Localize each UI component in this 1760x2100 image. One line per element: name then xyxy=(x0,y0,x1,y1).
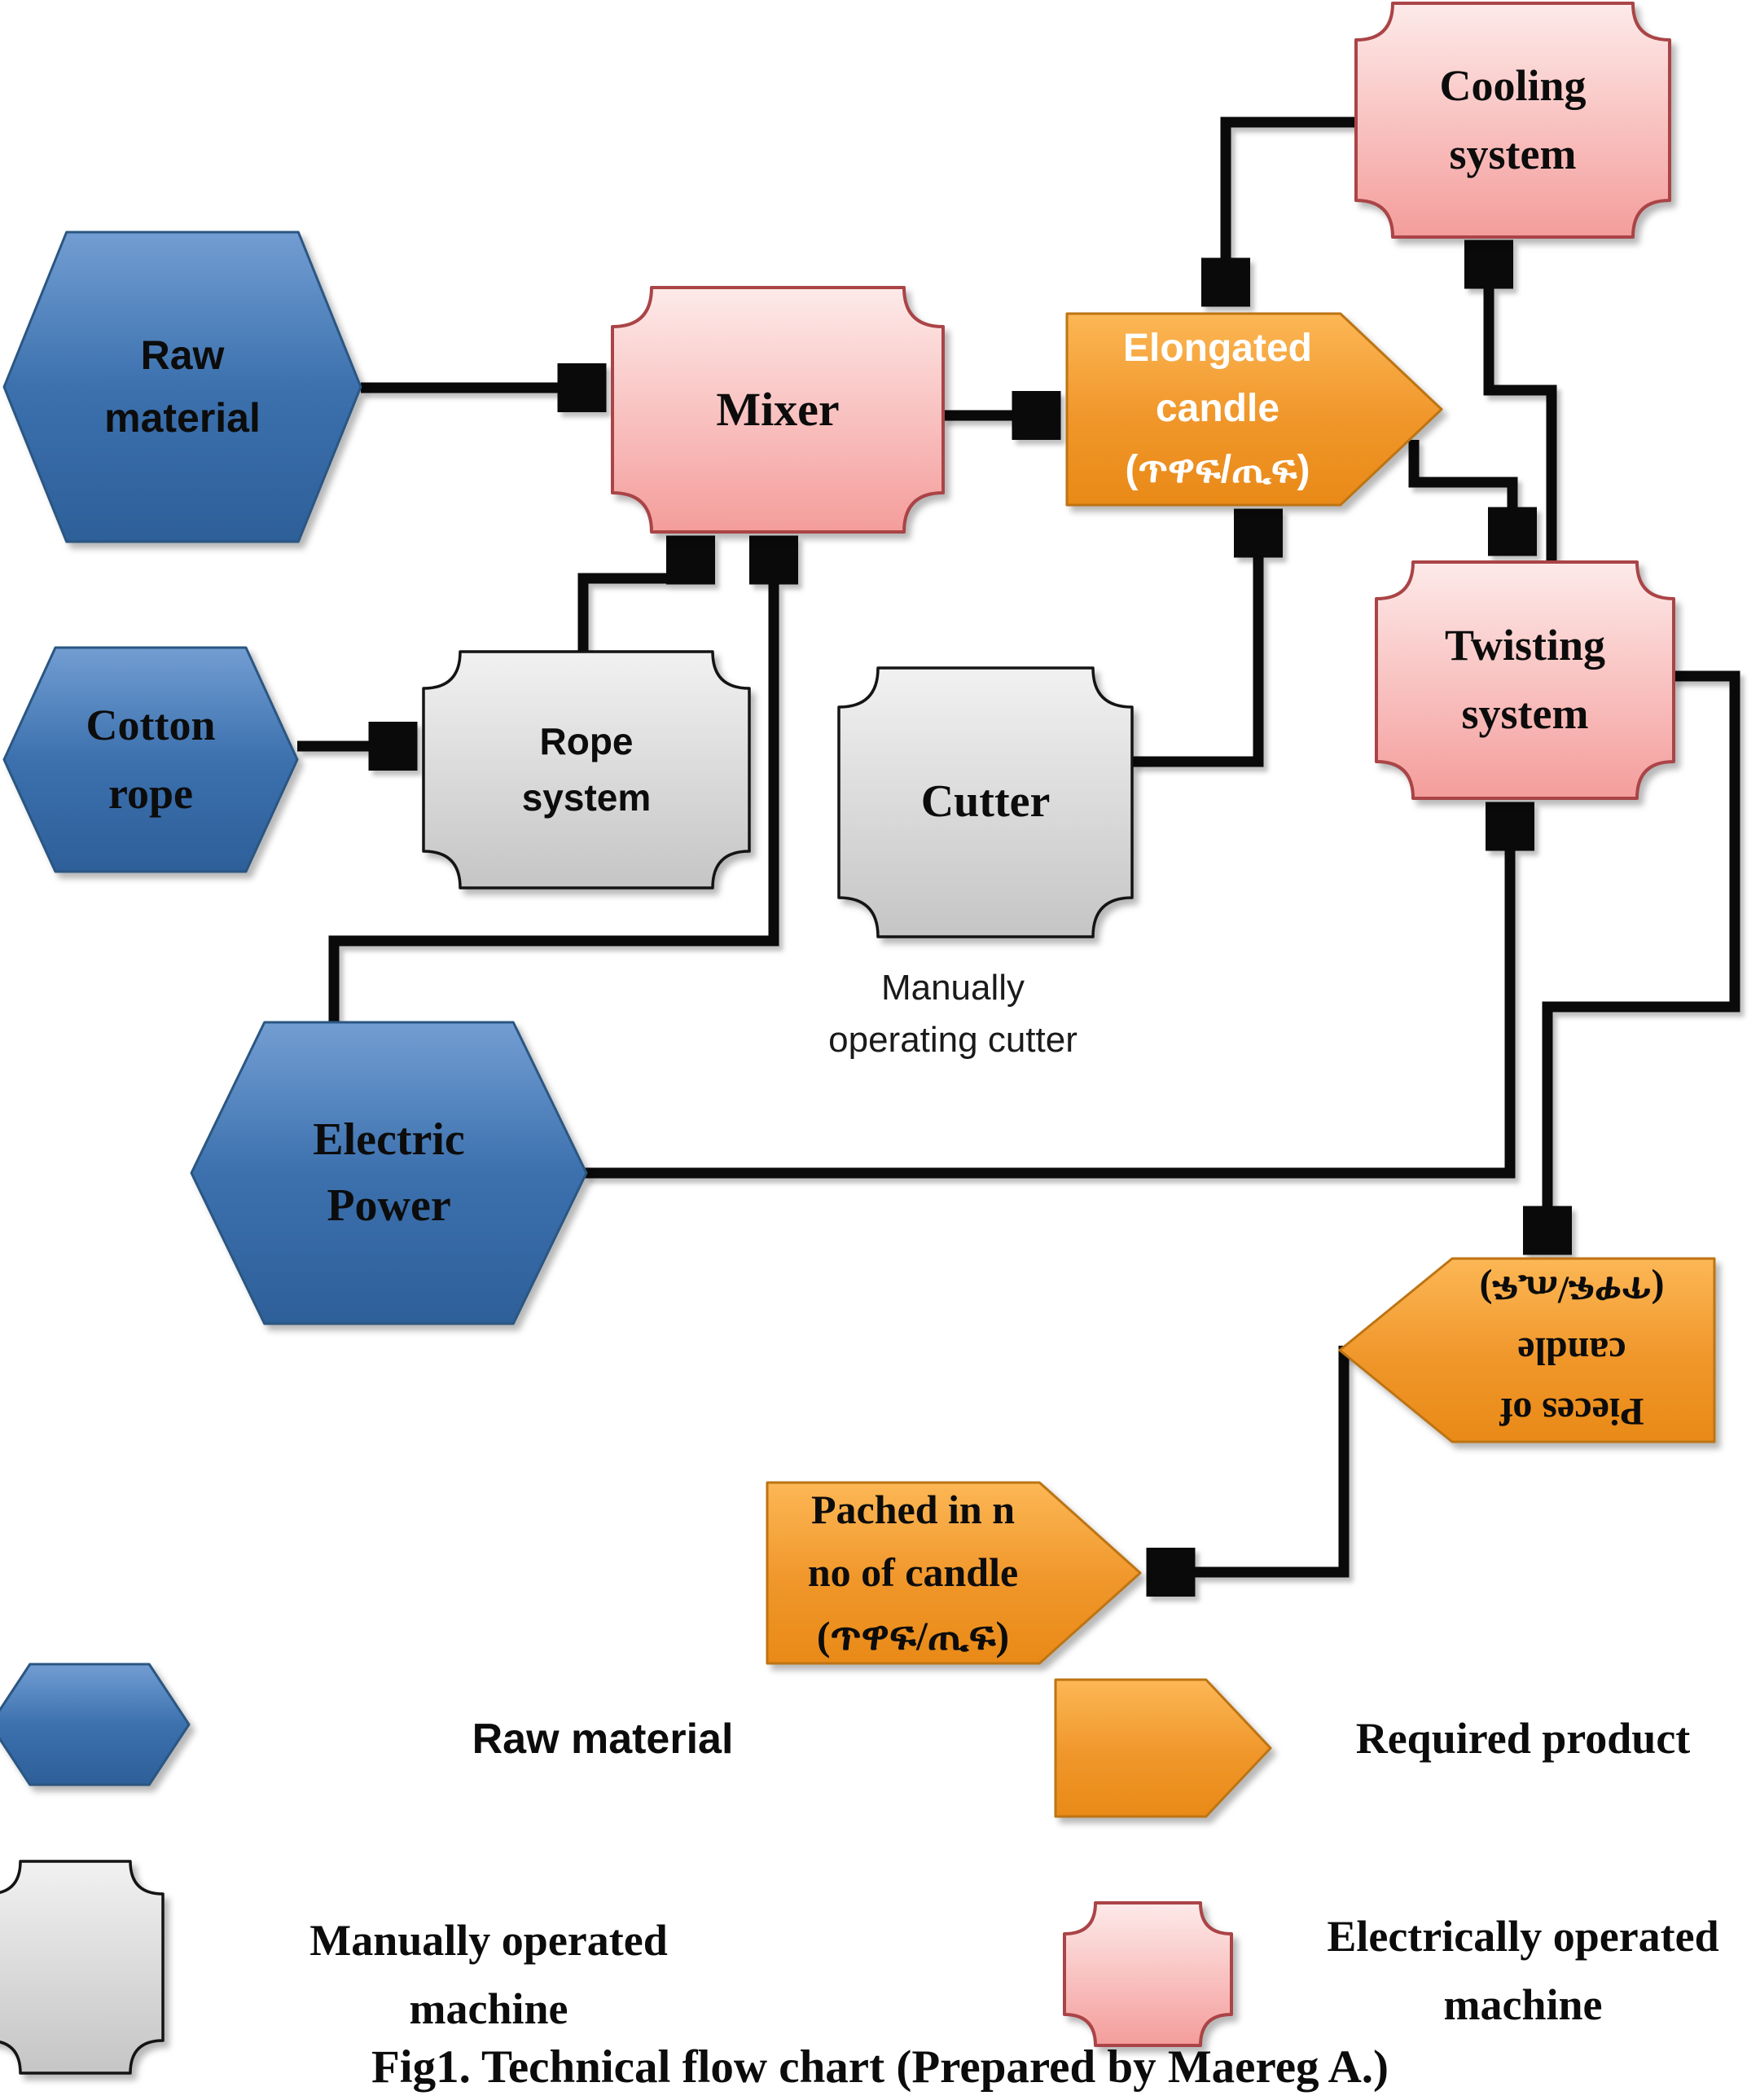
cotton-rope-node: Cotton rope xyxy=(2,646,299,873)
edge-electric-power-to-mixer xyxy=(328,543,774,1023)
edge-elongated-to-twisting xyxy=(1408,440,1512,549)
node-label: candle xyxy=(1517,1329,1626,1373)
note-line: Manually xyxy=(880,968,1025,1008)
packed-candle-node: Pached in n no of candle (ጥዋፍ/ጢፍ) xyxy=(766,1481,1142,1665)
legend-required-product-label: Required product xyxy=(1303,1707,1743,1772)
legend-label: Manually operated xyxy=(309,1916,668,1966)
edge-twisting-to-pieces-of-candle xyxy=(1547,670,1740,1248)
node-shape xyxy=(1354,2,1671,239)
node-label: Pached in n xyxy=(810,1486,1016,1532)
legend-label: machine xyxy=(1443,1980,1603,2029)
legend-label: machine xyxy=(409,1984,568,2033)
node-label: system xyxy=(1461,689,1589,738)
node-shape xyxy=(1063,1901,1233,2047)
node-shape xyxy=(1338,1257,1716,1443)
edge-cooling-to-elongated-candle xyxy=(1226,116,1356,300)
mixer-node: Mixer xyxy=(611,286,945,534)
note-line: operating cutter xyxy=(828,1020,1078,1060)
node-label: no of candle xyxy=(807,1549,1019,1596)
node-label: Twisting xyxy=(1444,621,1606,670)
node-shape xyxy=(1054,1678,1272,1818)
node-label: candle xyxy=(1155,387,1280,431)
node-shape xyxy=(766,1481,1142,1665)
pieces-of-candle-node: Pieces of candle (ጥዋፍ/ጢፍ) xyxy=(1338,1257,1716,1443)
node-shape xyxy=(1375,560,1675,800)
node-label: Raw xyxy=(140,332,225,378)
node-label: (ጥዋፍ/ጢፍ) xyxy=(1479,1268,1665,1312)
node-label: material xyxy=(104,395,261,441)
node-label: system xyxy=(521,776,652,819)
edge-cutter-to-elongated-candle xyxy=(1132,516,1258,767)
figure-caption: Fig1. Technical flow chart (Prepared by … xyxy=(371,2041,1389,2093)
rope-system-node: Rope system xyxy=(422,650,751,890)
node-label: Power xyxy=(327,1180,451,1231)
edge-rope-system-to-mixer xyxy=(577,543,691,652)
edge-pieces-to-packed-candle xyxy=(1153,1346,1350,1572)
node-shape xyxy=(0,1860,165,2075)
legend-electrically-operated-label: Electrically operated machine xyxy=(1287,1906,1759,2036)
node-shape xyxy=(2,231,362,543)
legend-required-product-swatch xyxy=(1054,1678,1272,1818)
node-shape xyxy=(2,646,299,873)
node-label: rope xyxy=(108,768,193,818)
legend-label: Electrically operated xyxy=(1327,1912,1719,1962)
node-shape xyxy=(190,1021,588,1325)
node-shape xyxy=(0,1663,191,1786)
raw-material-node: Raw material xyxy=(2,231,362,543)
legend-raw-material-swatch xyxy=(0,1663,191,1786)
cooling-system-node: Cooling system xyxy=(1354,2,1671,239)
legend-electrically-operated-swatch xyxy=(1063,1901,1233,2047)
node-label: Pieces of xyxy=(1499,1390,1644,1434)
node-label: Elongated xyxy=(1122,326,1312,370)
node-shape xyxy=(837,666,1134,938)
node-label: system xyxy=(1449,129,1577,178)
edge-twisting-to-cooling xyxy=(1489,247,1557,560)
twisting-system-node: Twisting system xyxy=(1375,560,1675,800)
elongated-candle-node: Elongated candle (ጥዋፍ/ጢፍ) xyxy=(1065,312,1443,507)
node-label: (ጥዋፍ/ጢፍ) xyxy=(1125,447,1310,491)
legend-manually-operated-swatch xyxy=(0,1860,165,2075)
node-label: Rope xyxy=(539,720,634,762)
node-label: Cutter xyxy=(920,776,1051,828)
electric-power-node: Electric Power xyxy=(190,1021,588,1325)
legend-label: Required product xyxy=(1355,1714,1691,1764)
cutter-node: Cutter xyxy=(837,666,1134,938)
node-label: Electric xyxy=(313,1114,465,1165)
edge-electric-power-to-twisting xyxy=(585,809,1510,1179)
node-shape xyxy=(611,286,945,534)
node-shape xyxy=(1065,312,1443,507)
manually-operating-cutter-note: Manually operating cutter xyxy=(798,957,1108,1071)
legend-label: Raw material xyxy=(472,1715,734,1763)
legend-raw-material-label: Raw material xyxy=(358,1707,847,1772)
node-shape xyxy=(422,650,751,890)
node-label: Mixer xyxy=(716,383,840,437)
node-label: Cotton xyxy=(86,700,216,749)
node-label: (ጥዋፍ/ጢፍ) xyxy=(816,1612,1010,1658)
node-label: Cooling xyxy=(1439,60,1587,110)
legend-manually-operated-label: Manually operated machine xyxy=(244,1910,733,2041)
